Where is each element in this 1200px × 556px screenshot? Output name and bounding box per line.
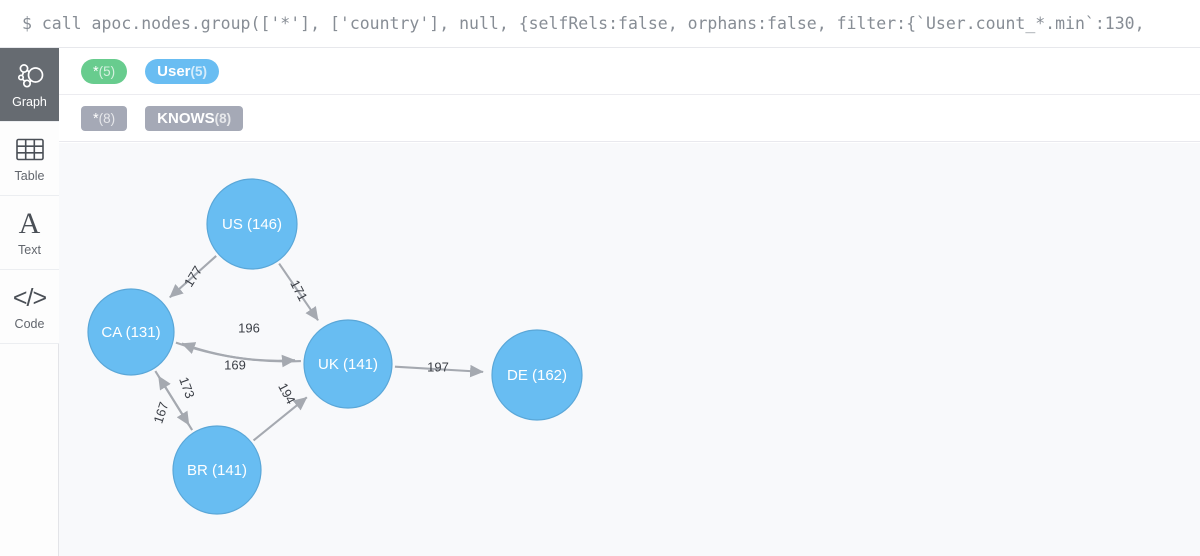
- legend-chip-user[interactable]: User(5): [145, 58, 220, 84]
- graph-node-circle[interactable]: [172, 425, 262, 515]
- graph-icon: [16, 61, 44, 91]
- graph-edge[interactable]: [278, 262, 319, 321]
- command-bar[interactable]: $ call apoc.nodes.group(['*'], ['country…: [0, 0, 1200, 48]
- graph-node[interactable]: DE (162): [491, 329, 583, 421]
- view-mode-sidebar: Graph Table A Text </> Co: [0, 48, 59, 556]
- graph-edge[interactable]: [169, 255, 217, 299]
- legend-chip-knows[interactable]: KNOWS(8): [145, 105, 244, 131]
- sidebar-item-label-table: Table: [14, 168, 45, 183]
- text-icon: A: [18, 206, 41, 240]
- legend-chip-label: User: [157, 62, 191, 80]
- legend-chip-all-relationships[interactable]: *(8): [81, 105, 128, 131]
- graph-edge[interactable]: [175, 341, 296, 368]
- graph-node-circle[interactable]: [206, 178, 298, 270]
- graph-edge-label: 177: [181, 263, 205, 289]
- sidebar-item-text[interactable]: A Text: [0, 196, 59, 270]
- graph-edge-label: 197: [427, 359, 449, 374]
- graph-edge-label: 194: [275, 380, 298, 406]
- sidebar-item-label-graph: Graph: [12, 94, 47, 109]
- legend-row-relationships: *(8) KNOWS(8): [59, 95, 1200, 142]
- graph-edge-label: 169: [224, 357, 246, 372]
- legend-chip-label: KNOWS: [157, 109, 215, 127]
- sidebar-item-code[interactable]: </> Code: [0, 270, 59, 344]
- graph-edge-label: 196: [238, 320, 260, 335]
- graph-node[interactable]: US (146): [206, 178, 298, 270]
- sidebar-item-label-text: Text: [18, 242, 41, 257]
- graph-nodes[interactable]: US (146) CA (131) UK (141) BR (141) DE (162): [87, 178, 583, 515]
- sidebar-item-label-code: Code: [14, 316, 45, 331]
- graph-node-circle[interactable]: [303, 319, 393, 409]
- sidebar-empty-area: [0, 344, 58, 556]
- graph-edge-label: 173: [176, 375, 198, 401]
- legend-chip-label: *: [93, 63, 99, 80]
- legend-chip-count: (8): [98, 110, 116, 126]
- table-icon: [15, 135, 44, 165]
- command-text: $ call apoc.nodes.group(['*'], ['country…: [22, 14, 1145, 33]
- graph-edge[interactable]: [252, 396, 308, 442]
- sidebar-item-graph[interactable]: Graph: [0, 48, 59, 122]
- legend-chip-count: (8): [214, 110, 232, 126]
- legend-row-nodes: *(5) User(5): [59, 48, 1200, 95]
- legend-chip-label: *: [93, 110, 99, 127]
- graph-legend: *(5) User(5) *(8) KNOWS(8): [59, 48, 1200, 143]
- graph-edge[interactable]: [157, 375, 194, 431]
- graph-edges: [154, 255, 484, 442]
- legend-chip-count: (5): [98, 63, 116, 79]
- graph-node[interactable]: UK (141): [303, 319, 393, 409]
- legend-chip-count: (5): [190, 63, 208, 79]
- legend-chip-all-nodes[interactable]: *(5): [81, 58, 128, 84]
- graph-edge[interactable]: [394, 364, 484, 378]
- graph-node[interactable]: CA (131): [87, 288, 175, 376]
- graph-node-circle[interactable]: [491, 329, 583, 421]
- code-icon: </>: [12, 283, 47, 312]
- graph-edge-label: 167: [151, 400, 172, 425]
- graph-node-circle[interactable]: [87, 288, 175, 376]
- graph-node[interactable]: BR (141): [172, 425, 262, 515]
- sidebar-item-table[interactable]: Table: [0, 122, 59, 196]
